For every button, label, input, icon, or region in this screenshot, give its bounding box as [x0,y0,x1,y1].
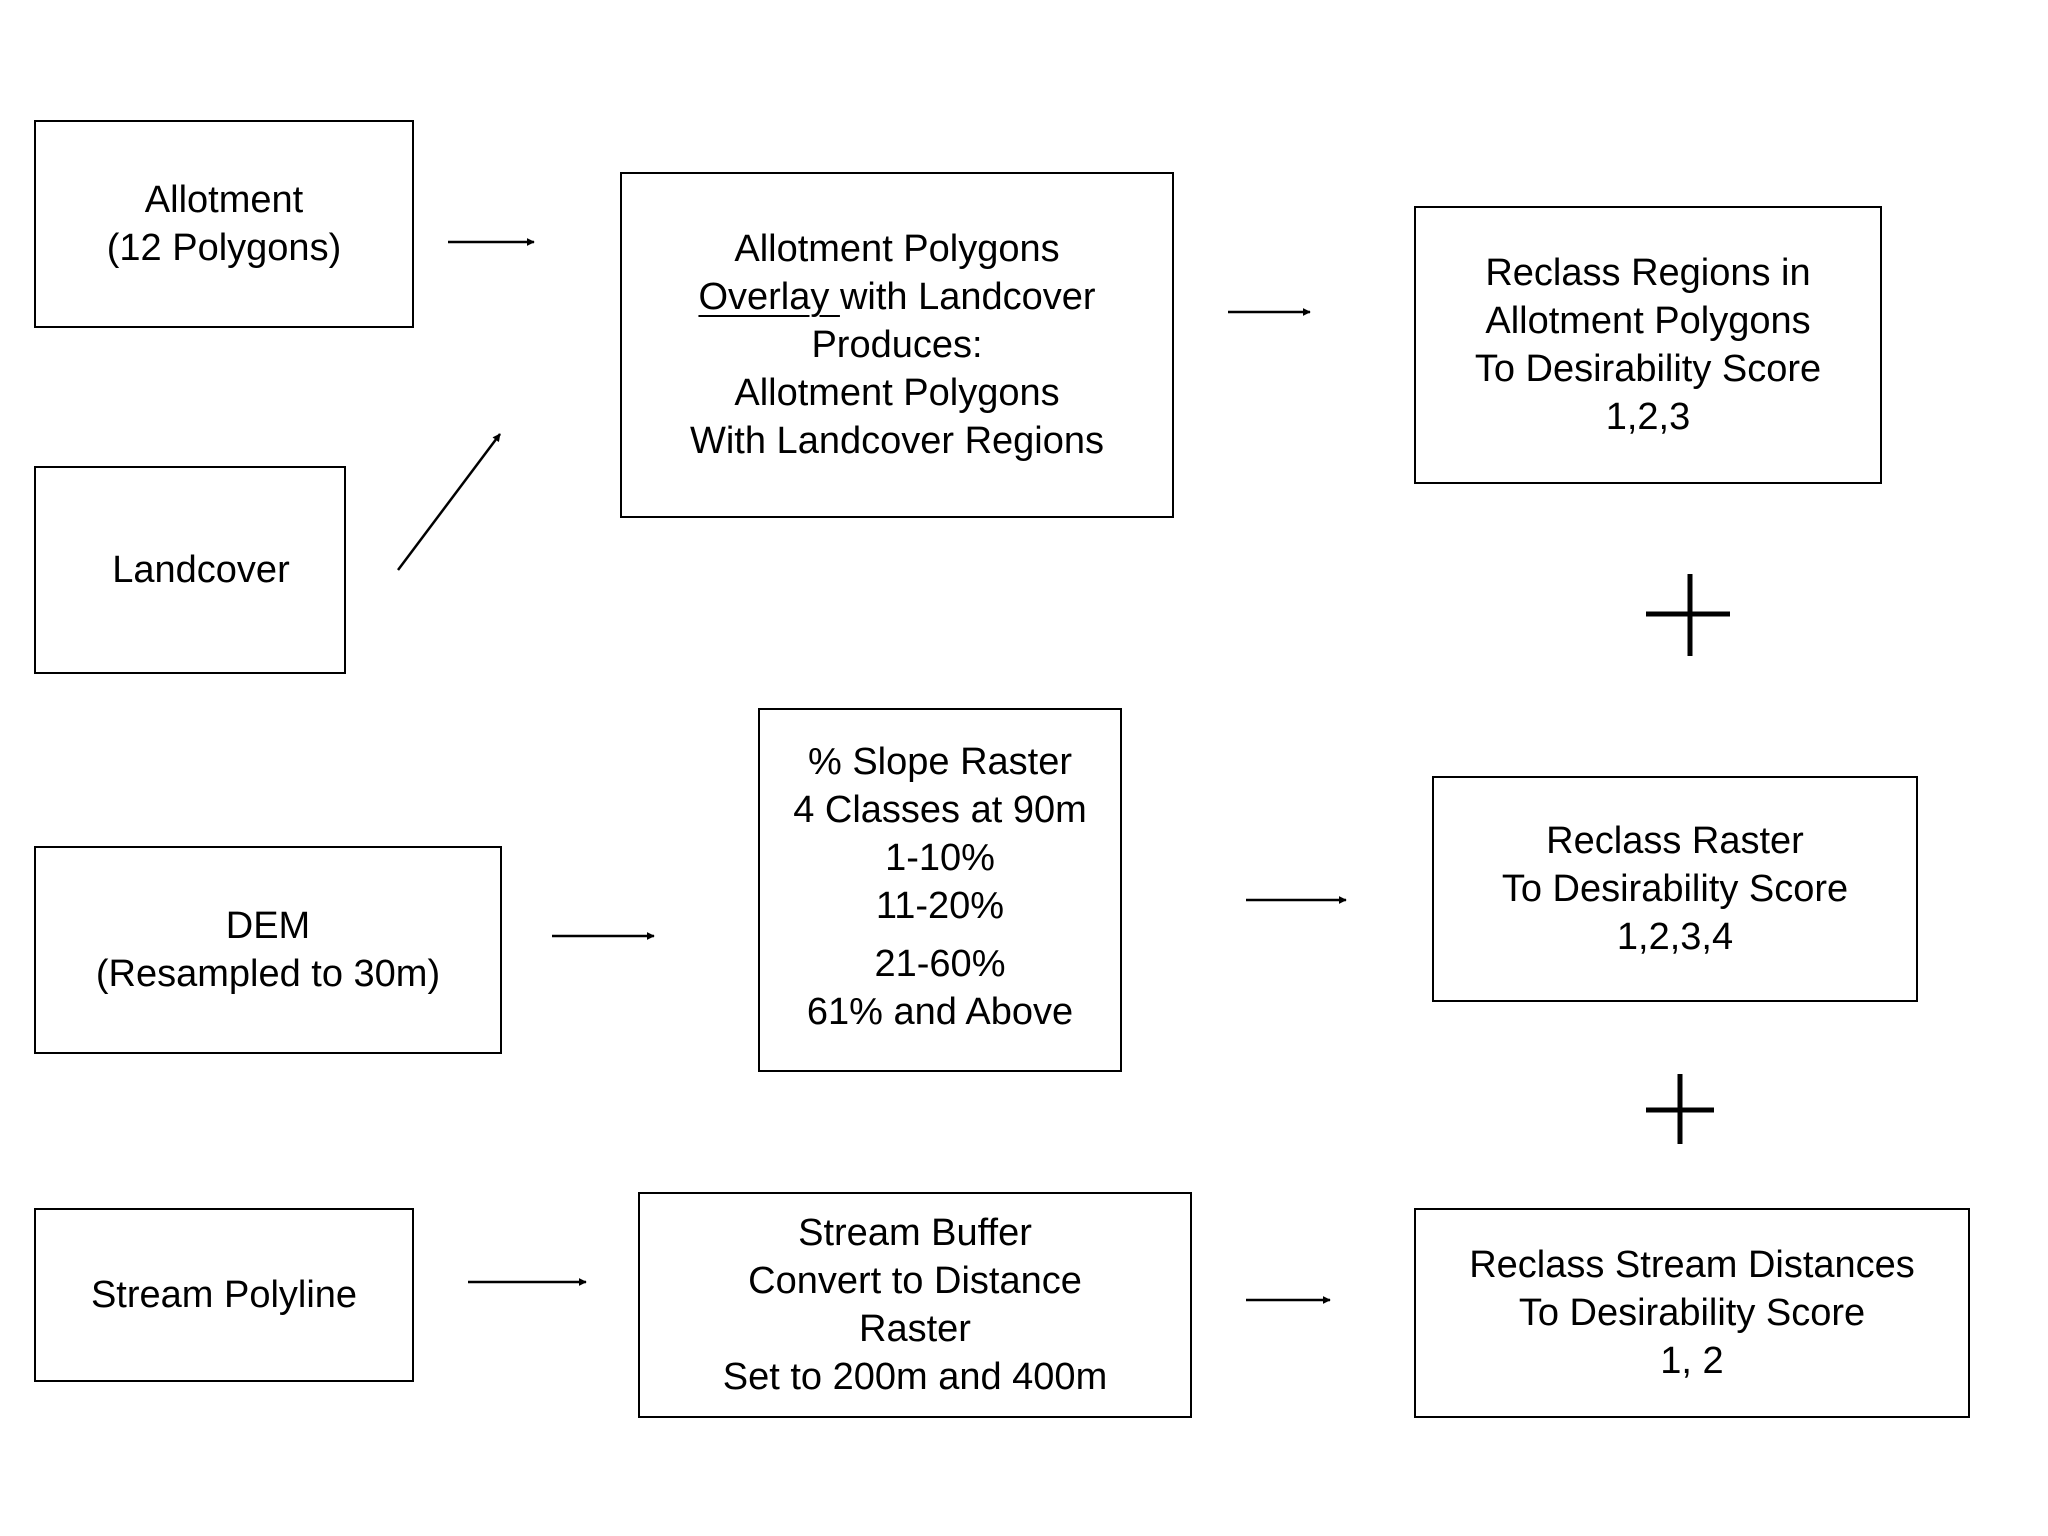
slope-line-1: % Slope Raster [807,741,1072,783]
reclass-stream-node: Reclass Stream Distances To Desirability… [1414,1208,1970,1418]
reclass-regions-line-3: To Desirability Score [1474,348,1822,390]
reclass-raster-node: Reclass Raster To Desirability Score 1,2… [1432,776,1918,1002]
reclass-stream-line-1: Reclass Stream Distances [1469,1244,1915,1286]
slope-line-2: 4 Classes at 90m [793,789,1087,831]
reclass-regions-line-4: 1,2,3 [1605,396,1691,438]
reclass-raster-line-3: 1,2,3,4 [1616,916,1734,958]
stream-buffer-line-3: Raster [859,1308,971,1350]
reclass-regions-line-1: Reclass Regions in [1485,252,1811,294]
reclass-raster-line-1: Reclass Raster [1546,820,1804,862]
overlay-line-3: Produces: [811,324,983,366]
stream-polyline-node: Stream Polyline [34,1208,414,1382]
stream-buffer-line-1: Stream Buffer [798,1212,1032,1254]
plus-operator-bottom [1646,1074,1714,1144]
allotment-title: Allotment [144,179,304,221]
reclass-regions-line-2: Allotment Polygons [1485,300,1811,342]
stream-buffer-line-2: Convert to Distance [748,1260,1082,1302]
stream-buffer-line-4: Set to 200m and 400m [722,1356,1108,1398]
overlay-line-2: Overlay with Landcover [698,273,1095,321]
landcover-node: Landcover [34,466,346,674]
slope-class-2: 11-20% [875,885,1005,927]
overlay-line-2-rest: with Landcover [839,276,1096,318]
overlay-underlined-word: Overlay [698,276,840,318]
reclass-stream-line-3: 1, 2 [1660,1340,1724,1382]
dem-subtitle: (Resampled to 30m) [95,953,441,995]
dem-title: DEM [225,905,311,947]
slope-class-1: 1-10% [885,837,995,879]
stream-buffer-node: Stream Buffer Convert to Distance Raster… [638,1192,1192,1418]
slope-class-4: 61% and Above [806,991,1074,1033]
allotment-subtitle: (12 Polygons) [106,227,342,269]
reclass-regions-node: Reclass Regions in Allotment Polygons To… [1414,206,1882,484]
reclass-raster-line-2: To Desirability Score [1501,868,1849,910]
reclass-stream-line-2: To Desirability Score [1518,1292,1866,1334]
slope-class-3: 21-60% [874,943,1006,985]
overlay-line-5: With Landcover Regions [690,420,1104,462]
overlay-line-1: Allotment Polygons [734,228,1060,270]
slope-raster-node: % Slope Raster 4 Classes at 90m 1-10% 11… [758,708,1122,1072]
dem-node: DEM (Resampled to 30m) [34,846,502,1054]
allotment-node: Allotment (12 Polygons) [34,120,414,328]
arrow-landcover-to-overlay [397,433,501,571]
overlay-node: Allotment Polygons Overlay with Landcove… [620,172,1174,518]
stream-polyline-title: Stream Polyline [90,1274,358,1316]
overlay-line-4: Allotment Polygons [734,372,1060,414]
plus-operator-top [1646,574,1730,656]
landcover-title: Landcover [112,549,290,591]
